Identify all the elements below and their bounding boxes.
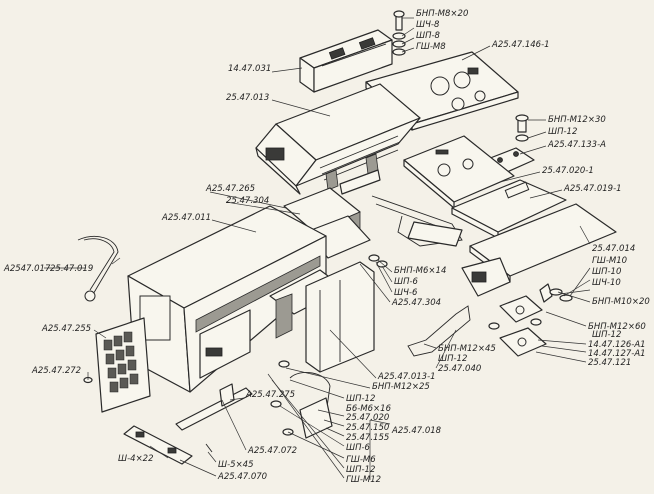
label-a25-47-013-1: А25.47.013-1 [378, 372, 436, 382]
label-bolt-m12x25: БНП-М12×25 [372, 382, 430, 392]
rod-bracket-part [371, 195, 463, 247]
bolt-m12-set [515, 114, 529, 142]
label-nut-10: ШЧ-10 [592, 278, 621, 288]
bolt-set-top [392, 10, 406, 56]
grille-part [95, 317, 151, 413]
label-a25-47-304: А25.47.304 [392, 298, 442, 308]
label-bolt-m6x16: Б6-М6×16 [346, 404, 391, 414]
label-washer-10: ШП-10 [592, 267, 622, 277]
label-25-47-013: 25.47.013 [226, 93, 270, 103]
label-14-47-031: 14.47.031 [228, 64, 272, 74]
strap-072-part [175, 383, 253, 431]
label-nut-m10: ГШ-М10 [592, 256, 628, 266]
label-a25-47-272: А25.47.272 [32, 366, 82, 376]
label-a25-47-019-1: А25.47.019-1 [564, 184, 622, 194]
leader-lines [44, 17, 591, 480]
label-nut-m12: ГШ-М12 [346, 475, 382, 485]
label-washer-6-a: ШП-6 [394, 277, 418, 287]
grille-mesh [103, 331, 139, 393]
label-bolt-m12x30: БНП-М12×30 [548, 115, 606, 125]
label-25-47-155: 25.47.155 [346, 433, 390, 443]
label-washer-12-a: ШП-12 [548, 127, 578, 137]
battery-box-part [255, 83, 421, 195]
label-bolt-m12x60: БНП-М12×60 [588, 322, 646, 332]
label-bolt-m8x20: БНП-М8×20 [416, 9, 469, 19]
label-washer-8: ШП-8 [416, 31, 440, 41]
label-25-47-040: 25.47.040 [438, 364, 482, 374]
mount-plates-part [499, 283, 553, 357]
label-a25-47-018: А25.47.018 [392, 426, 442, 436]
label-a25-47-070: А25.47.070 [218, 472, 268, 482]
label-washer-6-b: ШП-6 [346, 443, 370, 453]
label-a25-47-146-1: А25.47.146-1 [492, 40, 550, 50]
strap-part [77, 236, 119, 302]
label-bolt-m6x14: БНП-М6×14 [394, 266, 447, 276]
label-pin-5x45: Ш-5×45 [218, 460, 254, 470]
label-25-47-014: 25.47.014 [592, 244, 636, 254]
label-25-47-121: 25.47.121 [588, 358, 632, 368]
label-washer-12-b: ШП-12 [592, 330, 622, 340]
label-nut-6: ШЧ-6 [394, 288, 418, 298]
label-a25-47-133-a: А25.47.133-А [548, 140, 606, 150]
plate-019-part [451, 179, 567, 239]
toolbox-part [299, 29, 393, 93]
label-25-47-150: 25.47.150 [346, 423, 390, 433]
inner-frame-part [269, 261, 375, 373]
label-a25-47-255: А25.47.255 [42, 324, 92, 334]
label-25-47-019: 25.47.019 [50, 264, 94, 274]
label-25-47-020-1: 25.47.020-1 [542, 166, 594, 176]
label-a2547-017: А2547.017 [4, 264, 51, 274]
label-nut-m6: ГШ-М6 [346, 455, 376, 465]
label-bolt-m10x20: БНП-М10×20 [592, 297, 650, 307]
label-14-47-126-a1: 14.47.126-А1 [588, 340, 646, 350]
label-25-47-020: 25.47.020 [346, 413, 390, 423]
label-washer-12-d: ШП-12 [346, 394, 376, 404]
label-washer-12-e: ШП-12 [346, 465, 376, 475]
plate-014-part [461, 203, 617, 297]
label-a25-47-265: А25.47.265 [206, 184, 256, 194]
bolt-set-right [368, 254, 573, 330]
lower-rail-part [123, 425, 193, 465]
label-nut-8: ШЧ-8 [416, 20, 440, 30]
label-bolt-m12x45: БНП-М12×45 [438, 344, 496, 354]
label-washer-12-c: ШП-12 [438, 354, 468, 364]
label-nut-m8: ГШ-М8 [416, 42, 446, 52]
label-25-47-304: 25.47.304 [226, 196, 270, 206]
label-a25-47-275: А25.47.275 [246, 390, 296, 400]
label-pin-4x22: Ш-4×22 [118, 454, 154, 464]
label-a25-47-011: А25.47.011 [162, 213, 212, 223]
lever-part [407, 305, 471, 357]
label-a25-47-072: А25.47.072 [248, 446, 298, 456]
label-14-47-127-a1: 14.47.127-А1 [588, 349, 646, 359]
